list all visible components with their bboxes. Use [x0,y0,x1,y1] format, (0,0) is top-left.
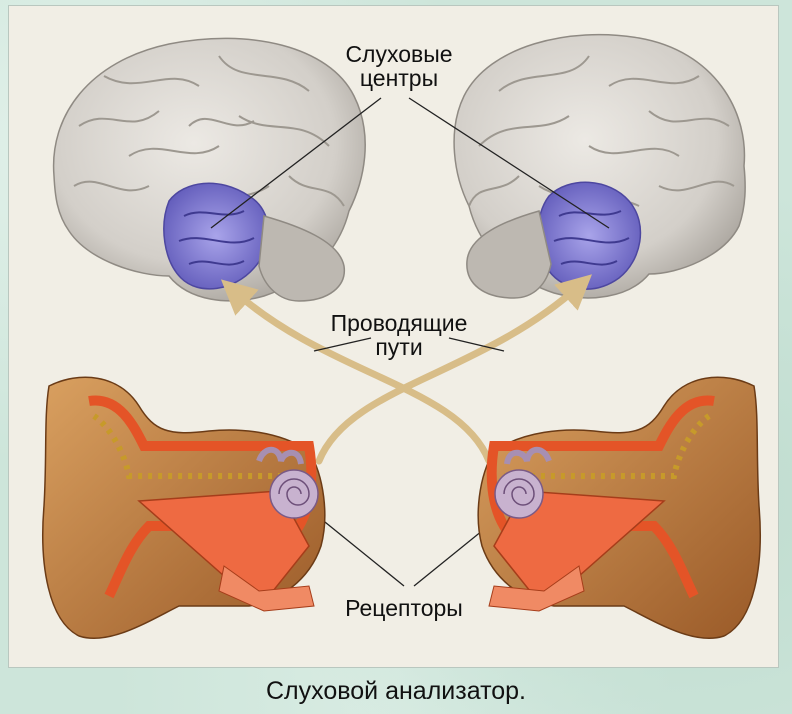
right-brain [454,35,745,298]
diagram-panel: Слуховые центры Проводящие пути Рецептор… [8,5,779,668]
auditory-centers-label: Слуховые центры [339,42,459,90]
right-auditory-cortex [538,182,641,289]
pathways-line2: пути [324,335,474,359]
pathways-label: Проводящие пути [324,311,474,359]
auditory-centers-line2: центры [339,66,459,90]
left-brain [54,38,366,301]
figure-caption: Слуховой анализатор. [0,677,792,706]
left-ear [43,377,325,638]
receptors-label: Рецепторы [339,596,469,620]
pathways-line1: Проводящие [324,311,474,335]
right-ear [478,377,760,638]
right-cochlea [495,470,543,518]
left-cochlea [270,470,318,518]
auditory-centers-line1: Слуховые [339,42,459,66]
